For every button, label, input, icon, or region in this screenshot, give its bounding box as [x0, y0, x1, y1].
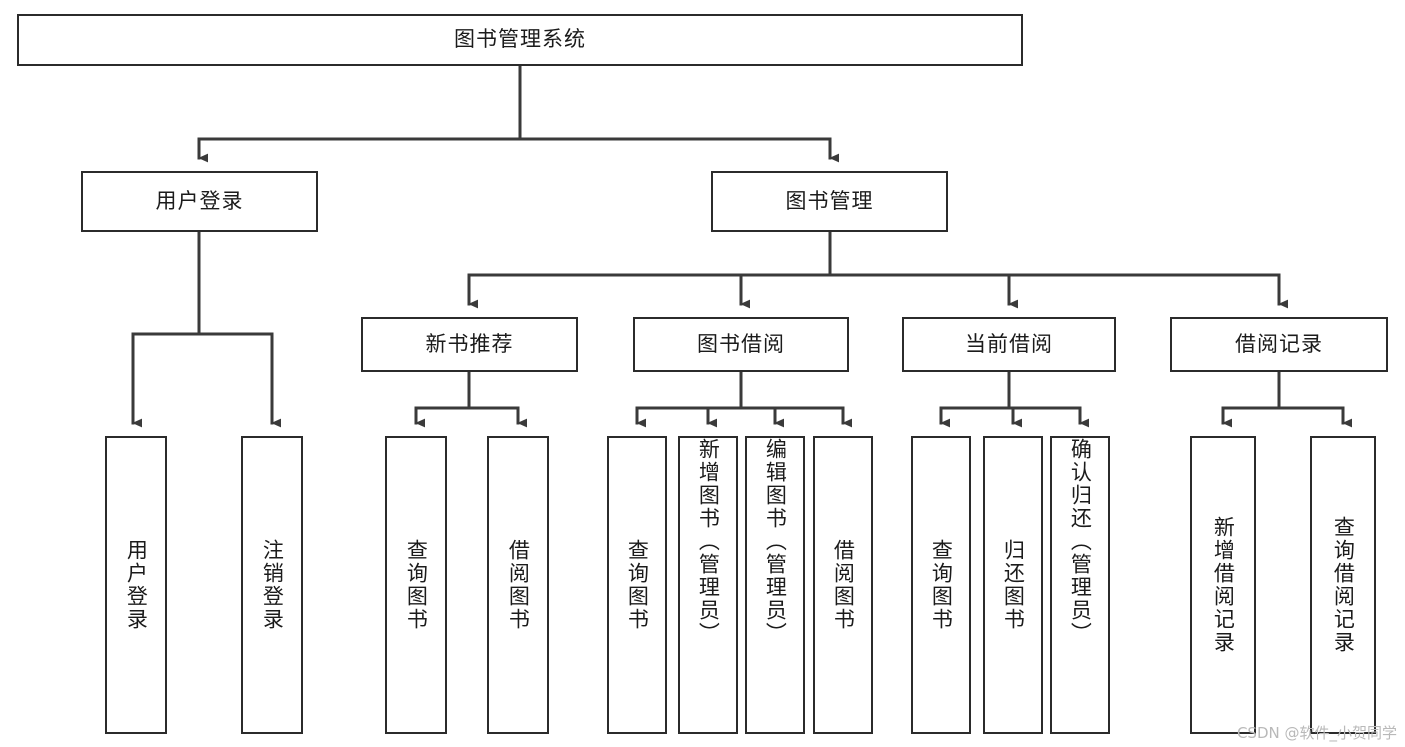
- csdn-watermark: CSDN @软件_小贺同学: [1236, 724, 1397, 742]
- node-book-borrow-label: 图书借阅: [697, 331, 785, 356]
- leaf-cb-confirm-return[interactable]: 确认归还（管理员）: [1050, 436, 1110, 734]
- node-root-label: 图书管理系统: [454, 27, 586, 52]
- node-borrow-record-label: 借阅记录: [1235, 331, 1323, 356]
- leaf-br-query-record-label: 查询借阅记录: [1331, 516, 1356, 654]
- leaf-br-add-record-label: 新增借阅记录: [1211, 516, 1236, 654]
- node-borrow-record[interactable]: 借阅记录: [1170, 317, 1388, 372]
- leaf-br-add-record[interactable]: 新增借阅记录: [1190, 436, 1256, 734]
- node-new-book-recommend[interactable]: 新书推荐: [361, 317, 578, 372]
- leaf-nb-query-book-label: 查询图书: [404, 539, 429, 631]
- leaf-cb-confirm-return-label: 确认归还（管理员）: [1068, 438, 1093, 645]
- node-book-management-label: 图书管理: [785, 188, 874, 213]
- node-current-borrow[interactable]: 当前借阅: [902, 317, 1116, 372]
- leaf-bb-add-book-label: 新增图书（管理员）: [696, 438, 721, 645]
- node-book-management[interactable]: 图书管理: [711, 171, 948, 232]
- leaf-bb-edit-book-label: 编辑图书（管理员）: [763, 438, 788, 645]
- node-root[interactable]: 图书管理系统: [17, 14, 1023, 66]
- node-user-login[interactable]: 用户登录: [81, 171, 318, 232]
- leaf-cb-query-book-label: 查询图书: [929, 539, 954, 631]
- node-current-borrow-label: 当前借阅: [965, 331, 1053, 356]
- leaf-nb-borrow-book-label: 借阅图书: [506, 539, 531, 631]
- leaf-cb-return-book-label: 归还图书: [1001, 539, 1026, 631]
- leaf-bb-add-book[interactable]: 新增图书（管理员）: [678, 436, 738, 734]
- leaf-nb-query-book[interactable]: 查询图书: [385, 436, 447, 734]
- leaf-user-login-label: 用户登录: [124, 539, 149, 631]
- leaf-logout-label: 注销登录: [260, 539, 285, 631]
- leaf-user-login[interactable]: 用户登录: [105, 436, 167, 734]
- leaf-bb-borrow-book[interactable]: 借阅图书: [813, 436, 873, 734]
- node-book-borrow[interactable]: 图书借阅: [633, 317, 849, 372]
- leaf-br-query-record[interactable]: 查询借阅记录: [1310, 436, 1376, 734]
- leaf-cb-return-book[interactable]: 归还图书: [983, 436, 1043, 734]
- leaf-bb-borrow-book-label: 借阅图书: [831, 539, 856, 631]
- leaf-bb-query-book[interactable]: 查询图书: [607, 436, 667, 734]
- leaf-logout[interactable]: 注销登录: [241, 436, 303, 734]
- node-user-login-label: 用户登录: [155, 188, 244, 213]
- node-new-book-recommend-label: 新书推荐: [425, 331, 514, 356]
- leaf-bb-query-book-label: 查询图书: [625, 539, 650, 631]
- leaf-nb-borrow-book[interactable]: 借阅图书: [487, 436, 549, 734]
- leaf-cb-query-book[interactable]: 查询图书: [911, 436, 971, 734]
- leaf-bb-edit-book[interactable]: 编辑图书（管理员）: [745, 436, 805, 734]
